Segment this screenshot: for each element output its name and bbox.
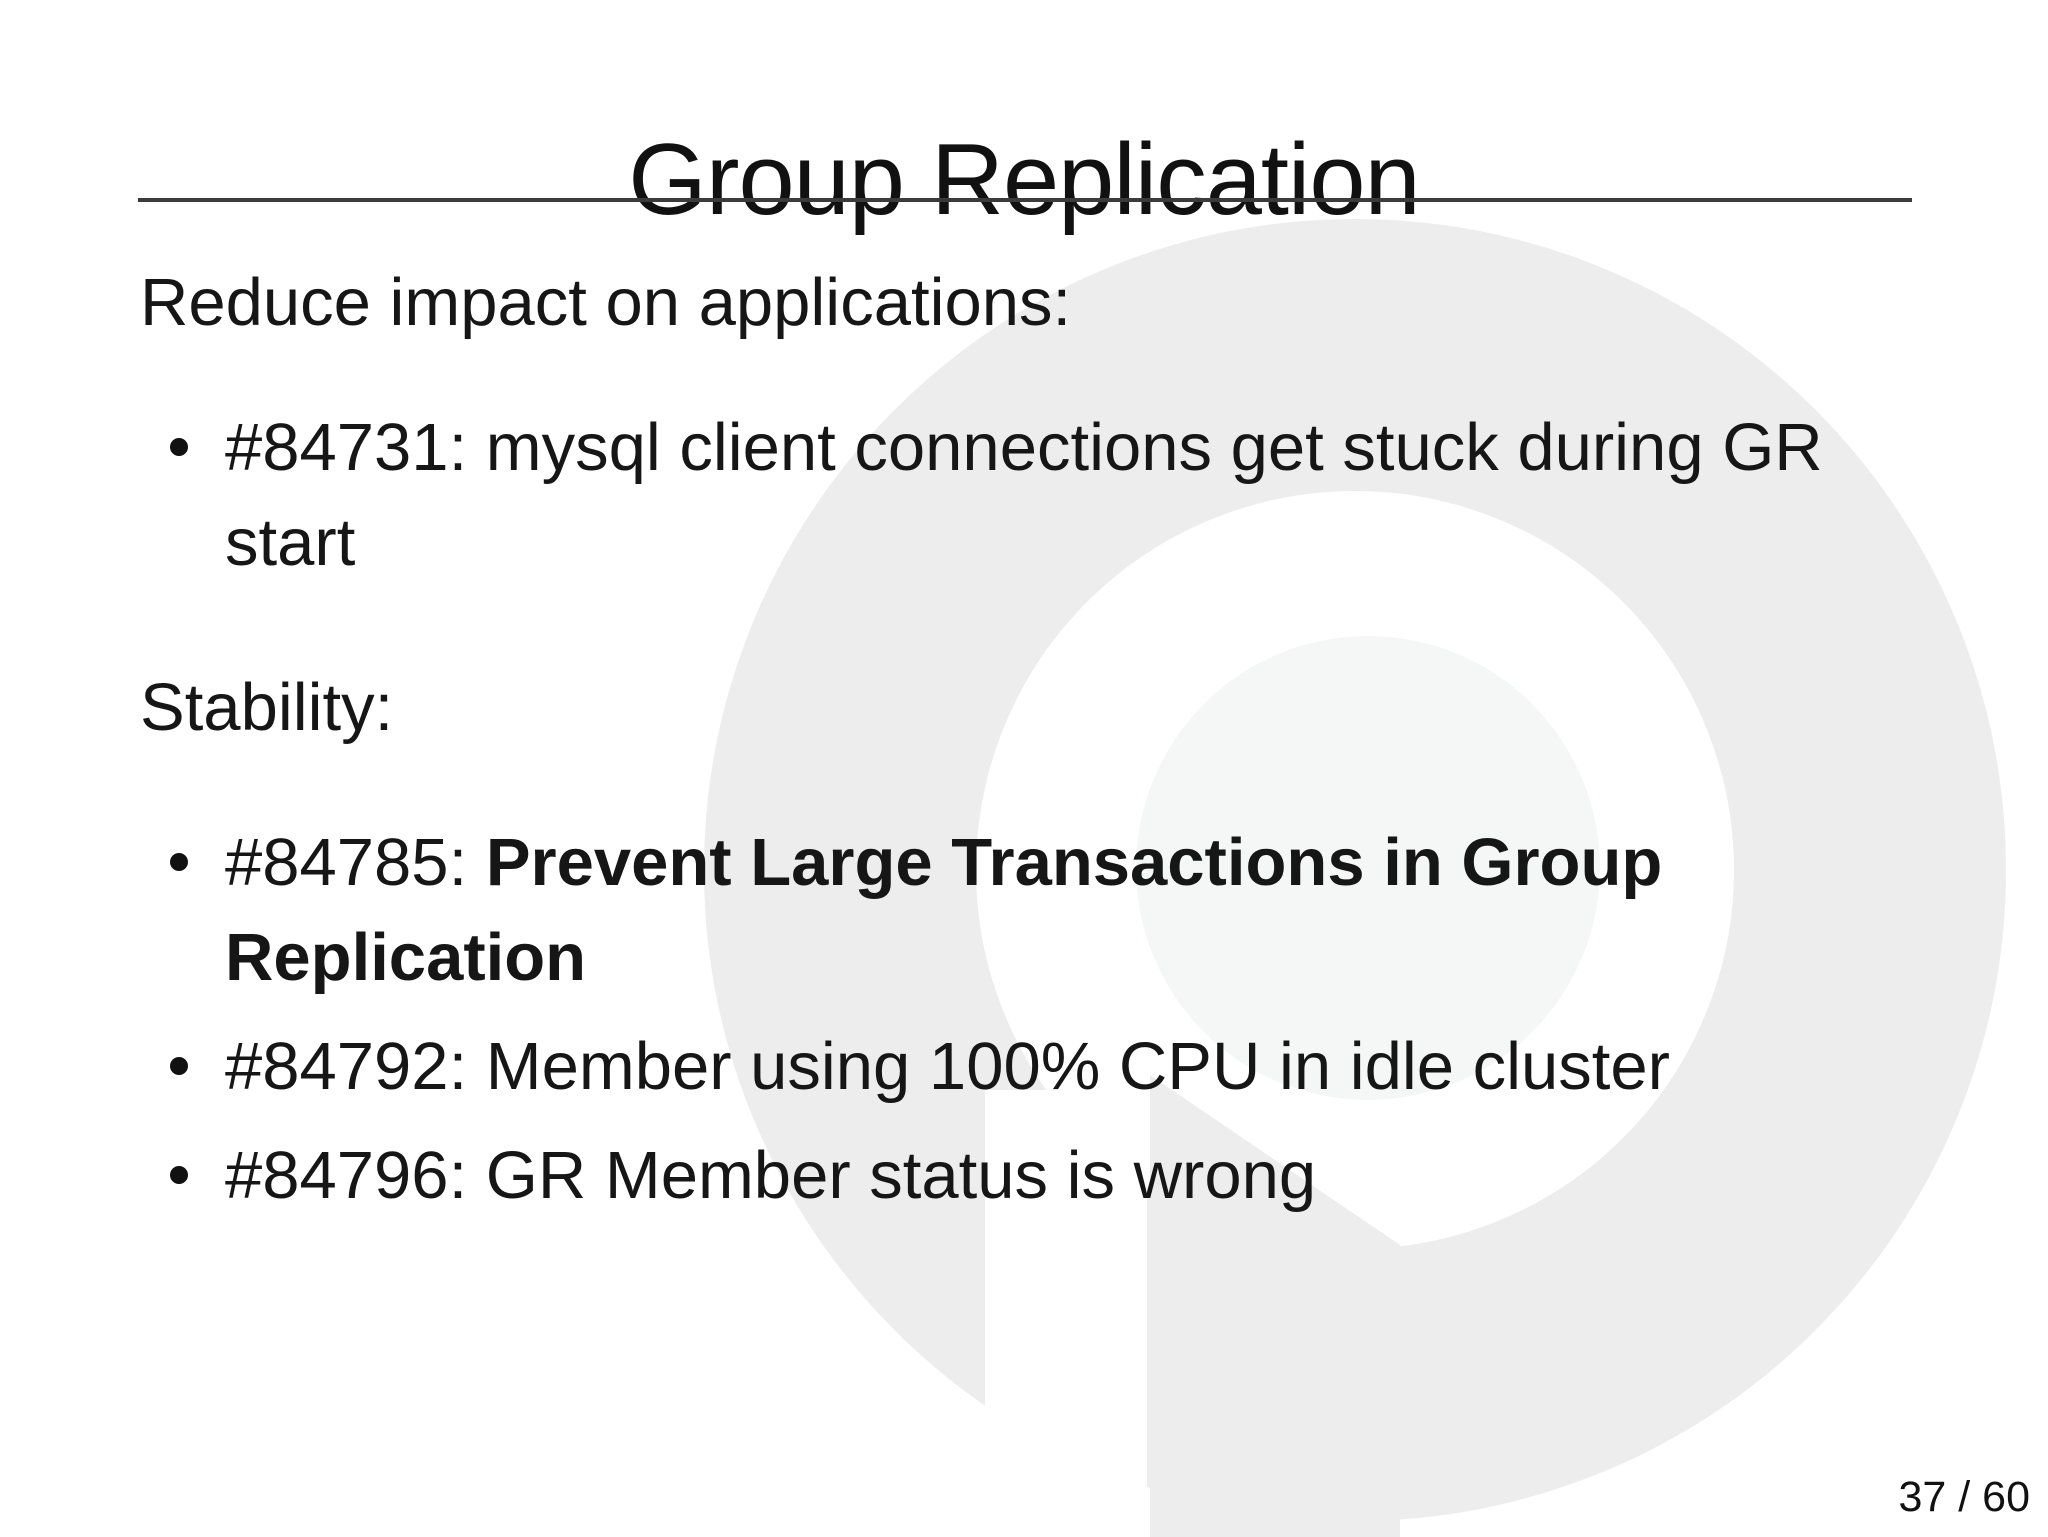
section-heading-stability: Stability: [140, 670, 394, 745]
list-item: #84731: mysql client connections get stu… [170, 400, 1905, 590]
bullet-list-stability: #84785: Prevent Large Transactions in Gr… [140, 815, 1905, 1223]
bug-item-prefix: #84785: [225, 825, 486, 900]
bug-item-text: #84792: Member using 100% CPU in idle cl… [225, 1029, 1670, 1104]
page-indicator: 37 / 60 [1898, 1473, 2031, 1521]
section-heading-reduce-impact: Reduce impact on applications: [140, 265, 1072, 340]
list-item: #84792: Member using 100% CPU in idle cl… [170, 1019, 1905, 1114]
bug-item-text: #84731: mysql client connections get stu… [225, 410, 1823, 580]
bullet-list-applications: #84731: mysql client connections get stu… [140, 400, 1905, 590]
slide-title: Group Replication [628, 123, 1420, 236]
title-underline [138, 198, 1912, 202]
list-item: #84796: GR Member status is wrong [170, 1128, 1905, 1223]
bug-item-text: #84796: GR Member status is wrong [225, 1138, 1317, 1213]
list-item: #84785: Prevent Large Transactions in Gr… [170, 815, 1905, 1005]
